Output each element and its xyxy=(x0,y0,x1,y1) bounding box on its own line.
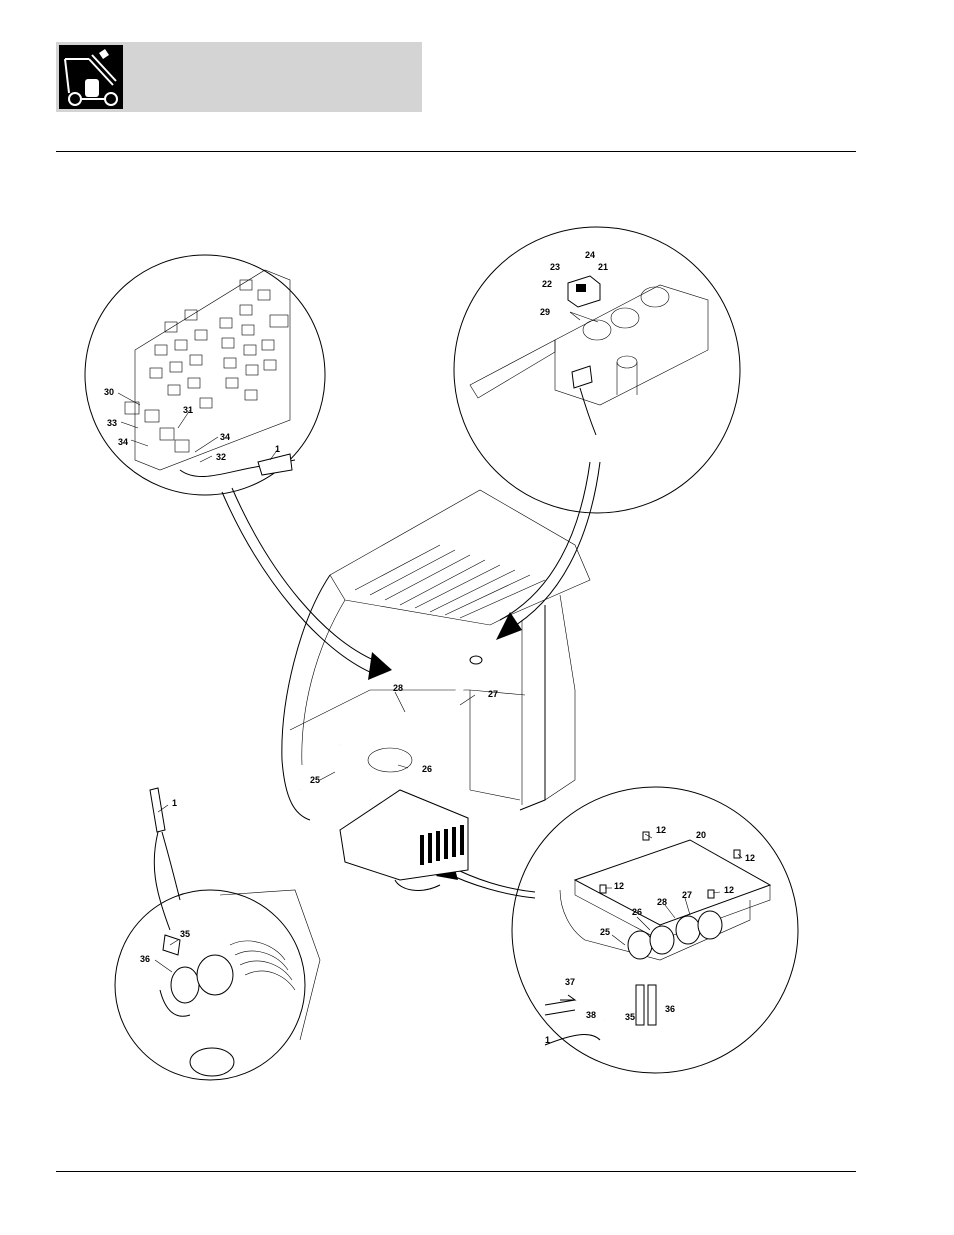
callout-36-detail: 36 xyxy=(665,1004,675,1014)
callout-38: 38 xyxy=(586,1010,596,1020)
callout-12a: 12 xyxy=(656,825,666,835)
cab-assembly: 28 27 25 26 xyxy=(282,490,590,890)
detail-circle-relay-board: 30 31 33 34 34 32 1 xyxy=(85,255,325,495)
callout-26-detail: 26 xyxy=(632,907,642,917)
callout-30: 30 xyxy=(104,387,114,397)
callout-12b: 12 xyxy=(745,853,755,863)
callout-32: 32 xyxy=(216,452,226,462)
callout-35-detail: 35 xyxy=(625,1012,635,1022)
callout-34a: 34 xyxy=(118,437,128,447)
callout-12d: 12 xyxy=(724,885,734,895)
callout-29: 29 xyxy=(540,307,550,317)
callout-1: 1 xyxy=(275,444,280,454)
callout-35-bottom-left: 35 xyxy=(180,929,190,939)
callout-34b: 34 xyxy=(220,432,230,442)
detail-circle-switch-panel: 24 23 21 22 29 xyxy=(454,227,740,513)
callout-12c: 12 xyxy=(614,881,624,891)
detail-circle-valve: 1 35 36 xyxy=(115,788,320,1080)
callout-36-bottom-left: 36 xyxy=(140,954,150,964)
callout-27-detail: 27 xyxy=(682,890,692,900)
callout-28-detail: 28 xyxy=(657,897,667,907)
callout-1-bottom-left: 1 xyxy=(172,798,177,808)
callout-37: 37 xyxy=(565,977,575,987)
callout-27: 27 xyxy=(488,689,498,699)
callout-21: 21 xyxy=(598,262,608,272)
callout-25-detail: 25 xyxy=(600,927,610,937)
callout-28: 28 xyxy=(393,683,403,693)
callout-33: 33 xyxy=(107,418,117,428)
callout-22: 22 xyxy=(542,279,552,289)
callout-1-detail: 1 xyxy=(545,1035,550,1045)
callout-25: 25 xyxy=(310,775,320,785)
callout-26: 26 xyxy=(422,764,432,774)
callout-31: 31 xyxy=(183,405,193,415)
callout-24: 24 xyxy=(585,250,595,260)
callout-23: 23 xyxy=(550,262,560,272)
detail-circle-heater-unit: 12 20 12 12 12 28 27 26 25 37 38 35 36 1 xyxy=(512,787,798,1073)
callout-20: 20 xyxy=(696,830,706,840)
